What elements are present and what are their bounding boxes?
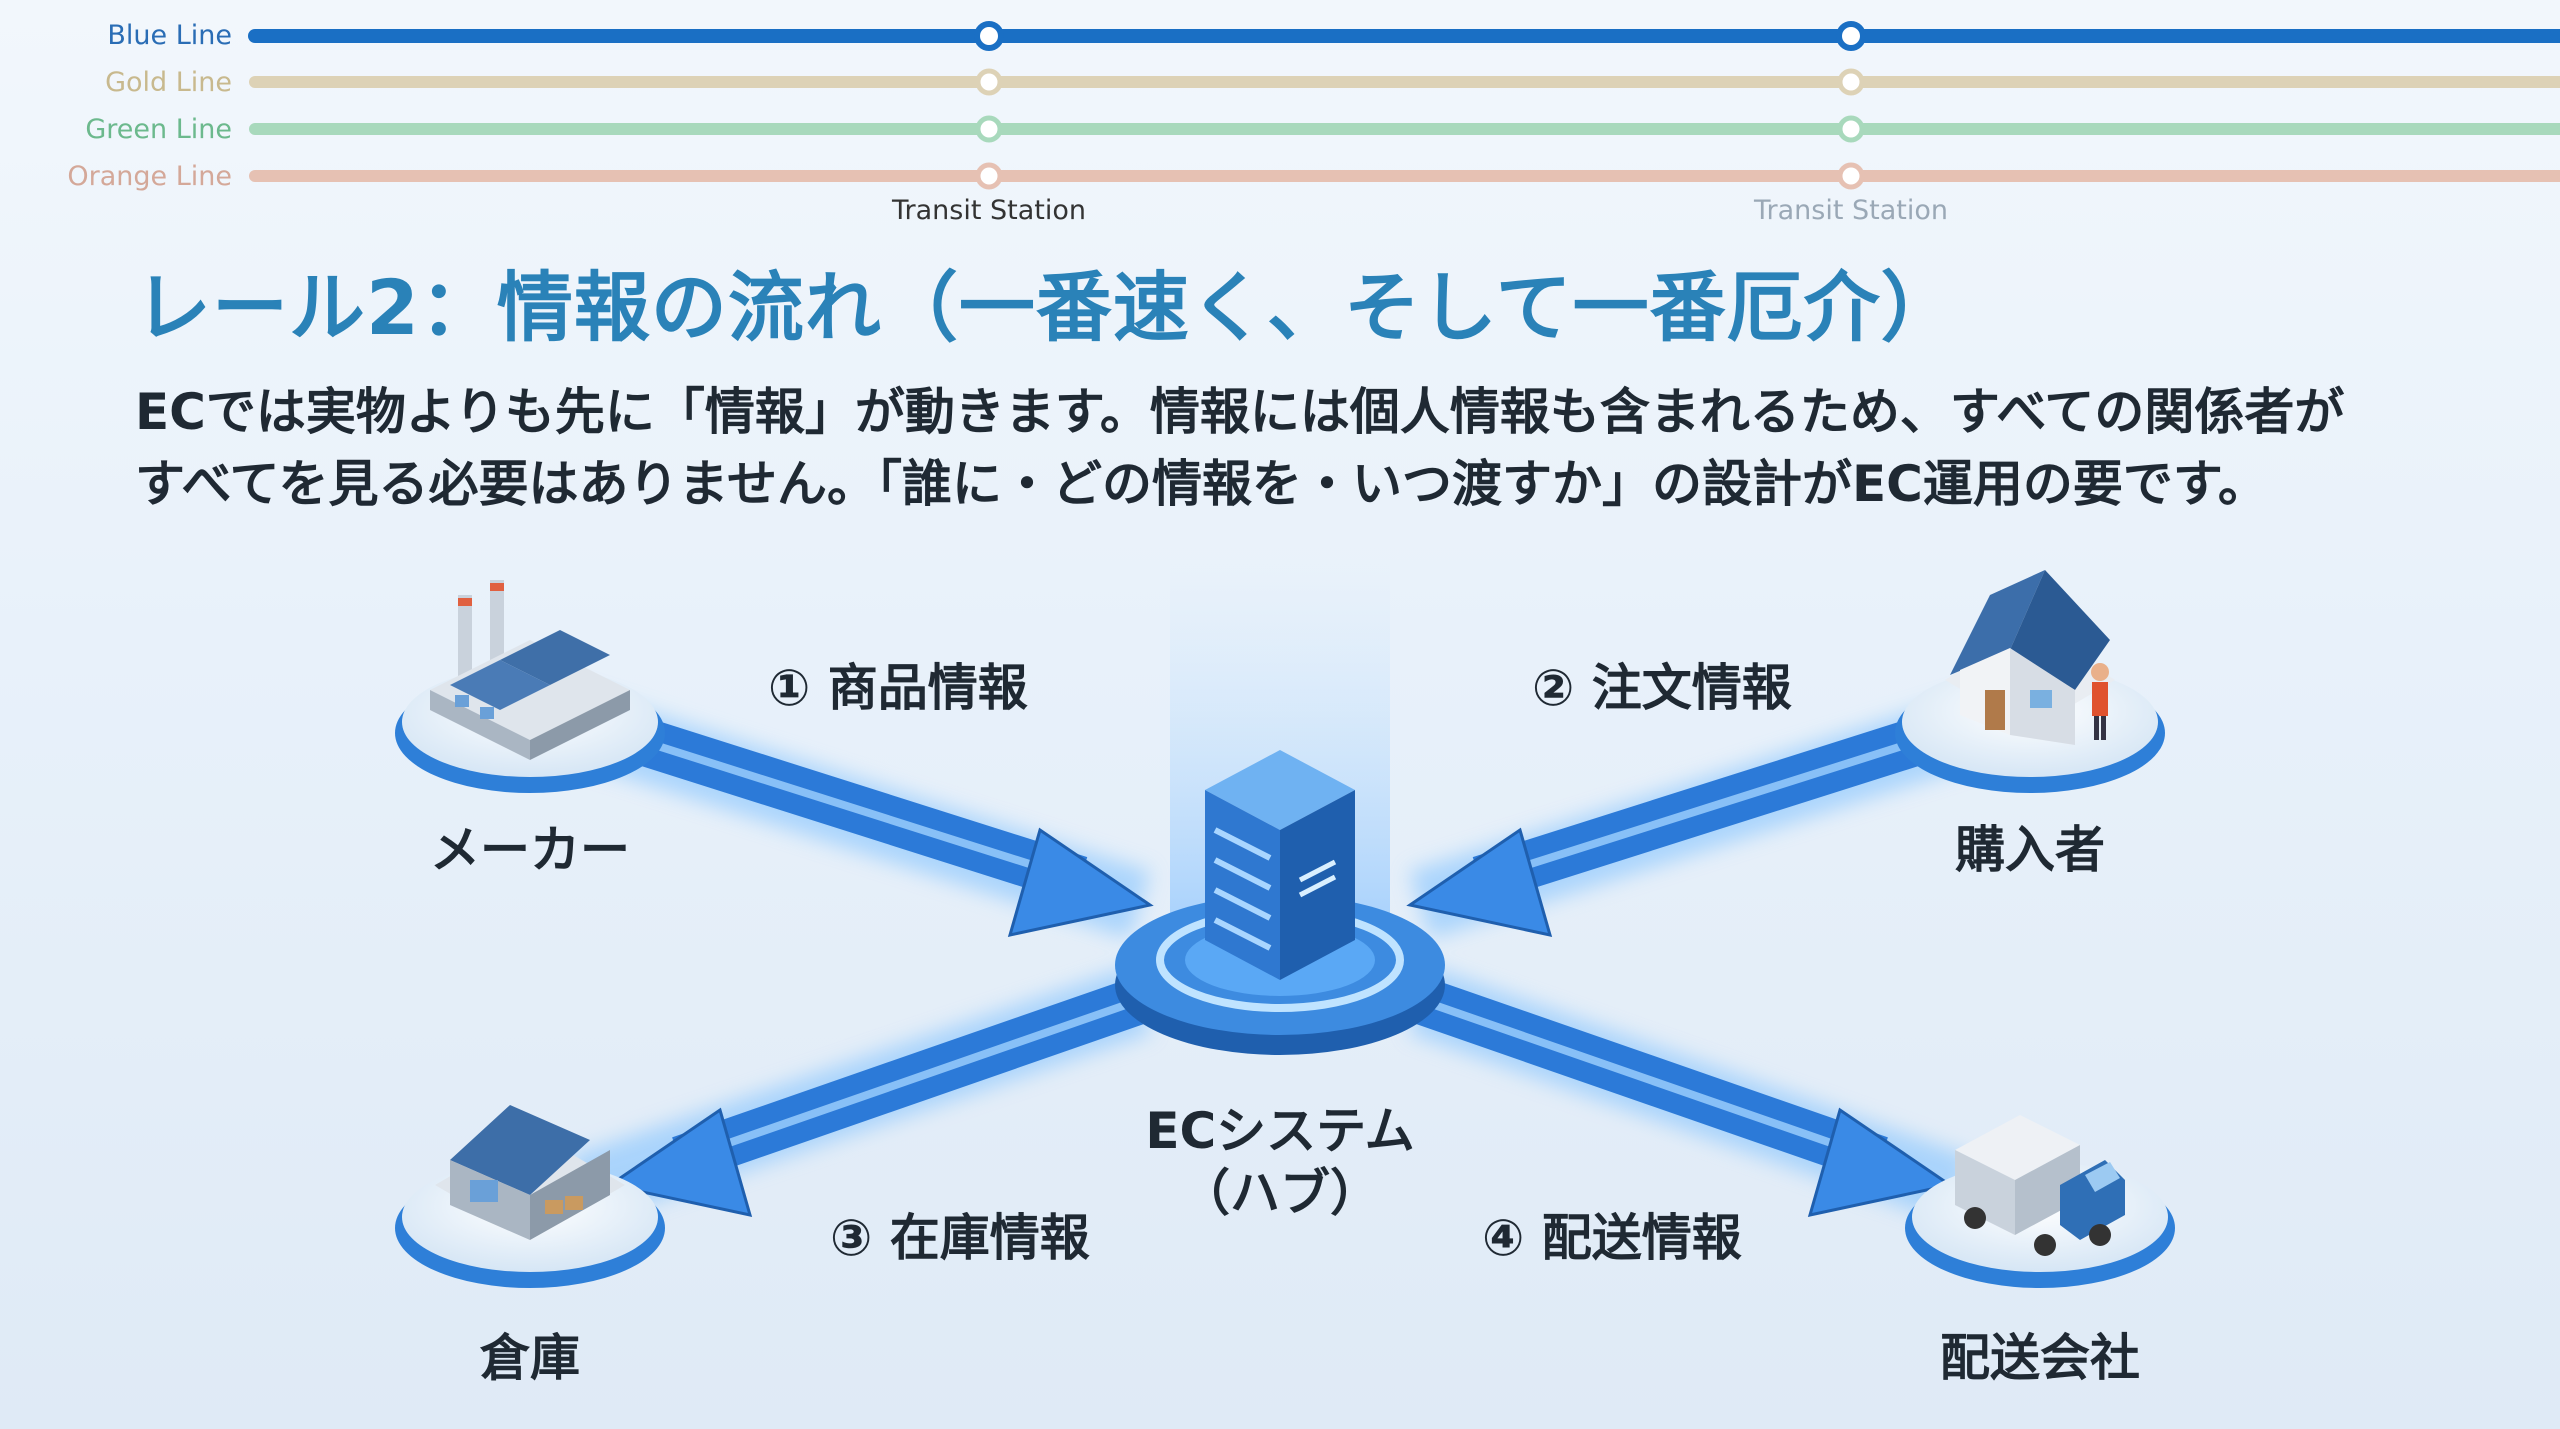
body-line: すべてを見る必要はありません。「誰に・どの情報を・いつ渡すか」の設計がEC運用の… — [135, 455, 2268, 513]
slide-title: レール2：情報の流れ（一番速く、そして一番厄介） — [135, 263, 1958, 352]
station-marker — [974, 21, 1004, 51]
truck-icon — [1955, 1115, 2125, 1256]
delivery-info-label: ④ 配送情報 — [1482, 1209, 1742, 1267]
station-marker — [1837, 68, 1865, 96]
station-marker — [975, 162, 1003, 190]
warehouse-icon — [435, 1105, 625, 1240]
transit-line-header: Blue Line Gold Line Green Line Orange Li… — [0, 0, 2560, 230]
hub-label-line: ECシステム — [1145, 1102, 1415, 1160]
gold-line-label: Gold Line — [105, 67, 232, 98]
house-icon — [1945, 570, 2115, 745]
hub-label: ECシステム （ハブ） — [1145, 1100, 1414, 1224]
carrier-label: 配送会社 — [1940, 1329, 2140, 1387]
station-marker — [1837, 115, 1865, 143]
station-marker — [975, 115, 1003, 143]
transit-lines-graphic — [248, 21, 2560, 190]
buyer-label: 購入者 — [1955, 821, 2105, 879]
station-marker — [975, 68, 1003, 96]
blue-line-label: Blue Line — [107, 20, 232, 51]
maker-label: メーカー — [430, 821, 630, 879]
green-line-label: Green Line — [85, 114, 232, 145]
transit-station-label: Transit Station — [1753, 195, 1949, 226]
inventory-info-label: ③ 在庫情報 — [830, 1209, 1090, 1267]
product-info-label: ① 商品情報 — [768, 659, 1028, 717]
station-marker — [1836, 21, 1866, 51]
warehouse-label: 倉庫 — [480, 1329, 580, 1387]
hub-label-line: （ハブ） — [1179, 1164, 1380, 1222]
station-marker — [1837, 162, 1865, 190]
order-info-label: ② 注文情報 — [1532, 659, 1792, 717]
server-icon — [1205, 750, 1355, 980]
body-line: ECでは実物よりも先に「情報」が動きます。情報には個人情報も含まれるため、すべて… — [135, 383, 2345, 441]
delivery-info-arrow — [1412, 977, 1954, 1217]
inventory-info-arrow — [606, 977, 1148, 1217]
transit-station-label: Transit Station — [891, 195, 1087, 226]
orange-line-label: Orange Line — [67, 161, 232, 192]
hub-diagram — [395, 560, 2175, 1288]
slide-body: ECでは実物よりも先に「情報」が動きます。情報には個人情報も含まれるため、すべて… — [135, 376, 2435, 520]
factory-icon — [430, 580, 630, 760]
